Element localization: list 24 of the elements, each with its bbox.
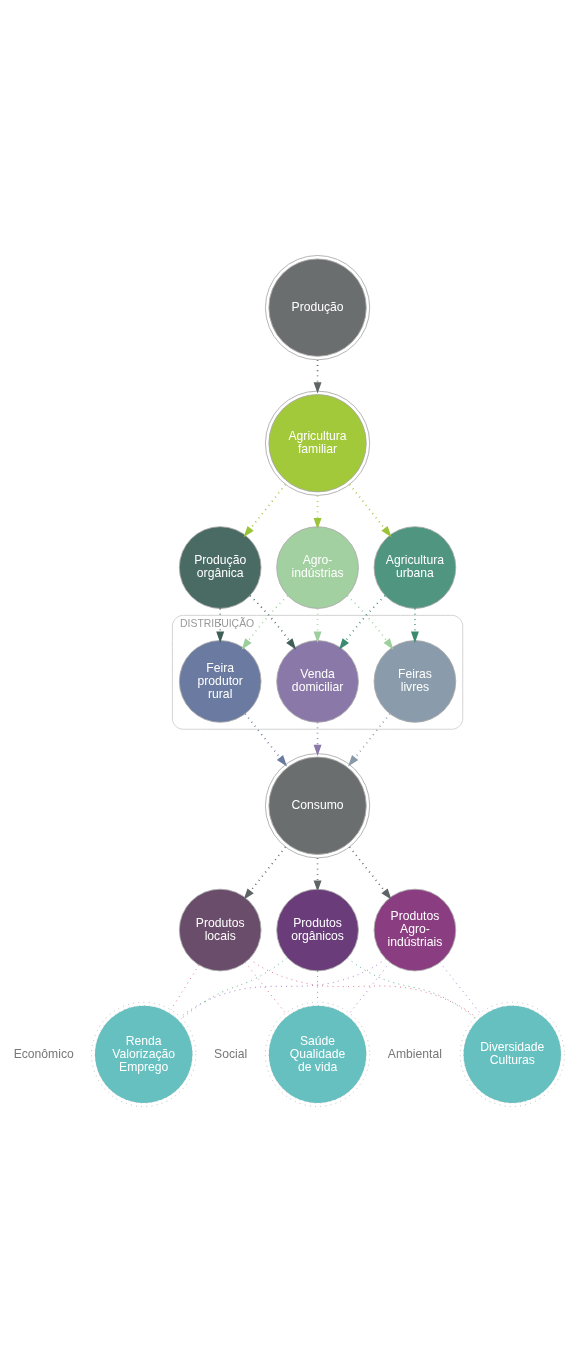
arrow [313, 857, 322, 892]
arrow [348, 483, 392, 538]
connector [349, 962, 391, 1014]
connector [179, 958, 387, 1018]
arrow [313, 721, 322, 757]
arrow [243, 483, 287, 538]
arrow [243, 846, 287, 900]
arrow [348, 713, 391, 767]
connector [181, 957, 288, 1019]
arrow [346, 594, 394, 650]
arrow [348, 846, 392, 900]
arrow [241, 594, 289, 650]
arrow [313, 494, 322, 530]
node-label: Social [214, 1046, 248, 1061]
node-label: Ambiental [387, 1046, 442, 1061]
connector [439, 962, 481, 1014]
arrow [339, 594, 386, 650]
arrow [244, 713, 288, 767]
node-label: Econômico [13, 1046, 74, 1061]
arrow [249, 594, 297, 650]
node-circle: Produtos orgânicos [276, 888, 359, 972]
arrow [313, 359, 322, 394]
node-circle: Agro- indústrias [276, 526, 359, 609]
connector [347, 957, 476, 1019]
